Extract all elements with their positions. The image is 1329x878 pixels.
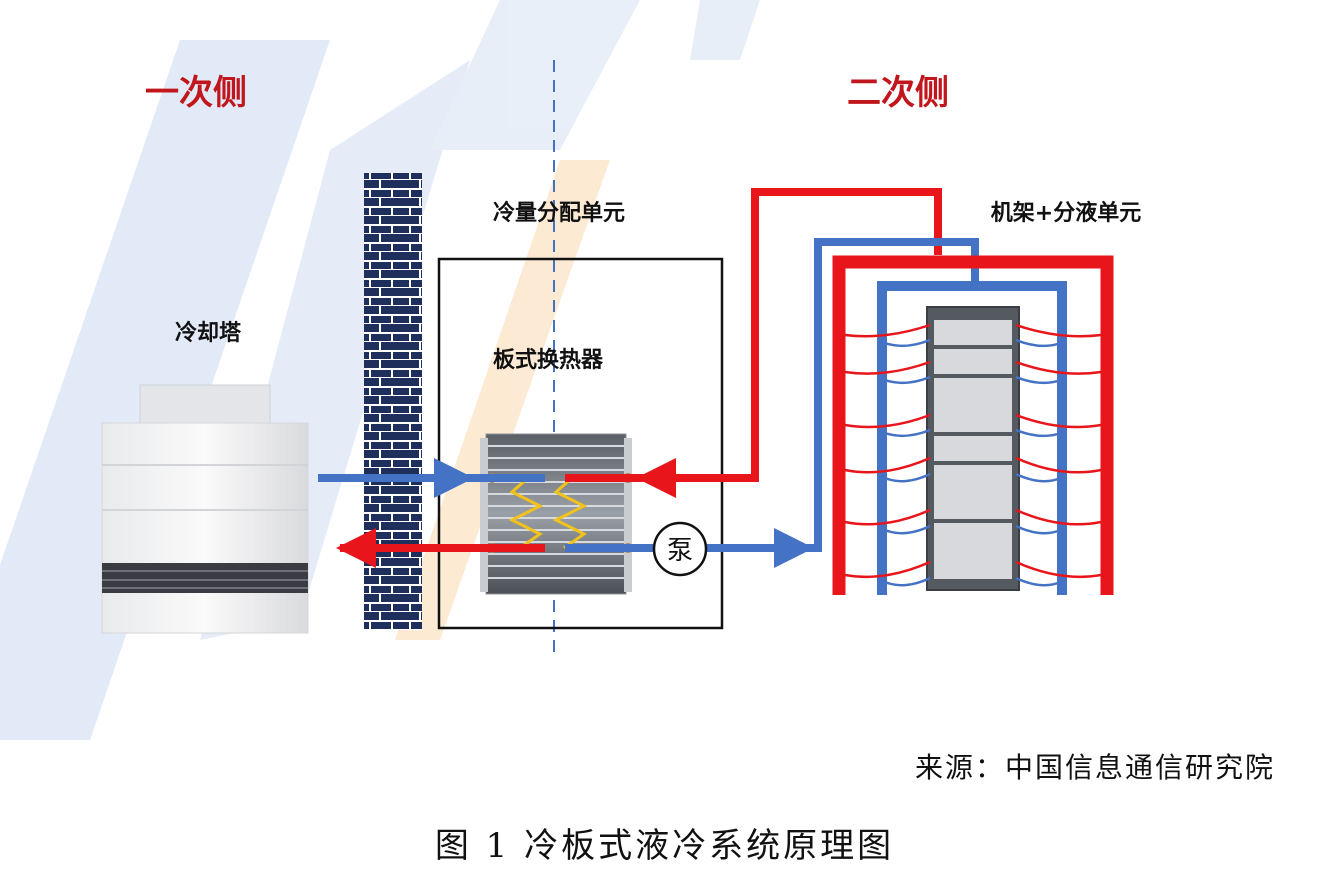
watermark-stroke-blue-4 bbox=[690, 0, 760, 60]
rack-unit-label: 机架+分液单元 bbox=[991, 200, 1141, 226]
primary-loop bbox=[318, 458, 545, 568]
primary-side-title: 一次侧 bbox=[145, 73, 247, 113]
figure-caption: 图 1 冷板式液冷系统原理图 bbox=[434, 826, 895, 866]
watermark-stroke-orange bbox=[395, 160, 610, 640]
plate-hx-label: 板式换热器 bbox=[493, 347, 604, 373]
cooling-tower-label: 冷却塔 bbox=[175, 320, 242, 346]
secondary-hot-return-pipe bbox=[636, 188, 942, 498]
cdu-box bbox=[437, 257, 724, 630]
pump-icon: 泵 bbox=[652, 521, 708, 577]
source-note: 来源：中国信息通信研究院 bbox=[915, 751, 1276, 784]
secondary-side-title: 二次侧 bbox=[847, 73, 949, 113]
cdu-label: 冷量分配单元 bbox=[493, 200, 625, 226]
brick-wall bbox=[364, 173, 422, 630]
rack-manifolds bbox=[832, 255, 1114, 595]
cold-manifold bbox=[877, 281, 1067, 595]
hot-manifold bbox=[832, 255, 1114, 595]
plate-heat-exchanger-icon bbox=[480, 433, 633, 595]
cooling-tower-icon bbox=[101, 384, 309, 634]
pump-label: 泵 bbox=[667, 536, 693, 566]
branch-hoses bbox=[844, 323, 1102, 587]
watermark-stroke-blue-3 bbox=[430, 0, 640, 150]
server-rack-icon bbox=[926, 306, 1020, 591]
